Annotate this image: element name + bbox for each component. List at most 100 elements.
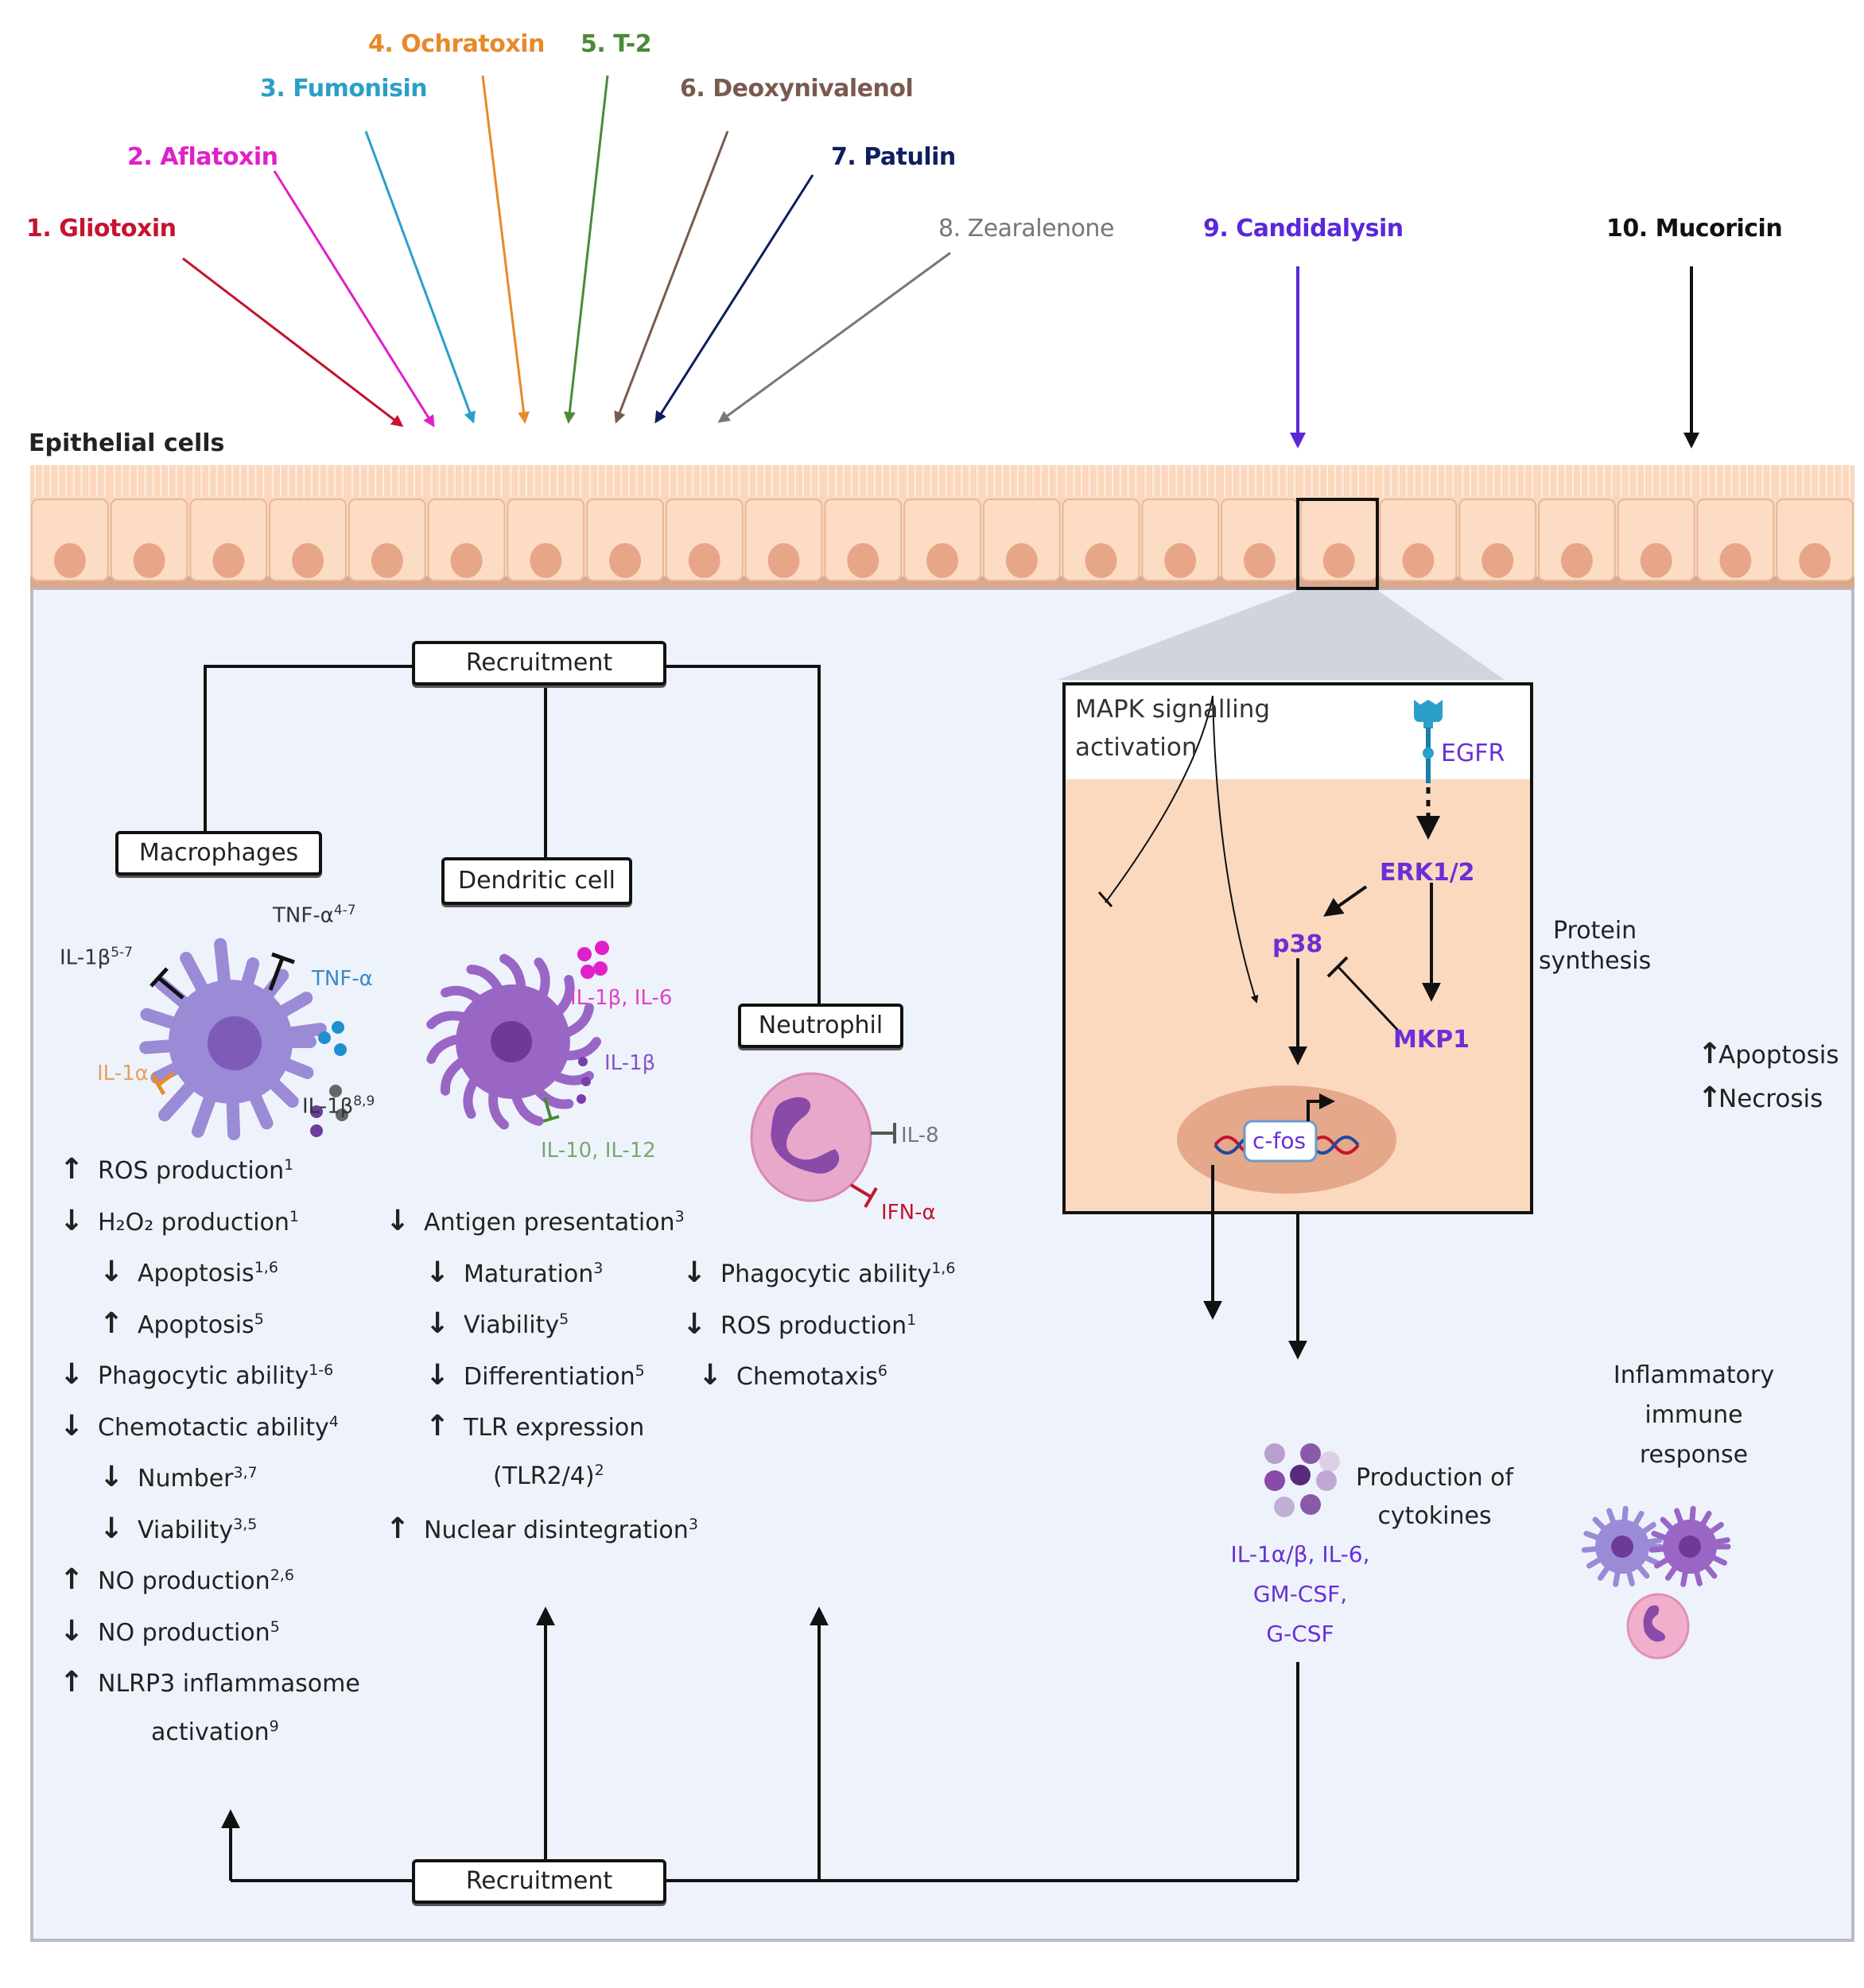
effect-text: NO production	[98, 1618, 270, 1647]
reference-superscript: 6	[877, 1362, 887, 1380]
cell-nucleus	[767, 543, 800, 578]
epithelial-cell	[1696, 499, 1775, 581]
epithelial-cell	[427, 499, 506, 581]
epithelial-cell	[744, 499, 823, 581]
reference-superscript: 1	[289, 1207, 299, 1225]
reference-superscript: 3	[688, 1516, 698, 1533]
reference-superscript: 1,6	[931, 1260, 956, 1277]
cytokine-cluster-icon	[1264, 1443, 1340, 1517]
down-arrow-icon: ↓	[425, 1307, 450, 1340]
cell-nucleus	[530, 543, 562, 578]
toxin-arrow	[182, 257, 404, 427]
effect-text: activation	[151, 1718, 270, 1746]
epithelial-cell	[1379, 499, 1458, 581]
down-arrow-icon: ↓	[99, 1512, 124, 1545]
reference-superscript: 5	[254, 1310, 264, 1328]
reference-superscript: 3,5	[233, 1515, 258, 1533]
toxin-arrow	[563, 75, 609, 424]
epithelial-cell	[824, 499, 903, 581]
epithelial-cell	[586, 499, 664, 581]
reference-superscript: 9	[269, 1717, 279, 1735]
epithelial-cell	[1617, 499, 1695, 581]
reference-superscript: 5	[559, 1310, 569, 1328]
macrophage-tnfa-inhibited: TNF-α4-7	[273, 903, 356, 928]
up-arrow-icon: ↑	[99, 1307, 124, 1340]
epithelial-cell	[348, 499, 426, 581]
effect-item: (TLR2/4)2	[493, 1462, 604, 1490]
lamina-panel	[30, 587, 1854, 1942]
toxin-arrow	[717, 251, 951, 423]
toxin-arrow	[273, 170, 435, 428]
epithelial-cell	[665, 499, 744, 581]
down-arrow-icon: ↓	[99, 1256, 124, 1288]
toxin-arrow	[614, 130, 729, 424]
toxin-label-deoxynivalenol: 6. Deoxynivalenol	[680, 75, 914, 103]
macrophage-il1b-inhibited: IL-1β5-7	[60, 945, 133, 970]
down-arrow-icon: ↓	[386, 1205, 410, 1237]
effect-text: Differentiation	[464, 1362, 635, 1391]
reference-superscript: 2,6	[270, 1567, 294, 1584]
reference-superscript: 1-6	[309, 1361, 334, 1379]
reference-superscript: 3	[674, 1208, 685, 1225]
macrophage-il1b-released: IL-1β8,9	[302, 1093, 375, 1119]
effect-text: H₂O₂ production	[98, 1208, 289, 1237]
reference-superscript: 1	[284, 1156, 294, 1174]
down-arrow-icon: ↓	[425, 1256, 450, 1289]
neutrophil-ifna: IFN-α	[881, 1201, 936, 1225]
cytokine-list-line2: GM-CSF,	[1252, 1581, 1348, 1607]
reference-superscript: 5	[270, 1617, 280, 1636]
effect-item: ↓Number3,7	[99, 1461, 258, 1493]
cell-nucleus	[53, 543, 86, 578]
cell-nucleus	[1640, 543, 1672, 578]
cell-nucleus	[1164, 543, 1197, 578]
mapk-header-bg	[1066, 685, 1530, 779]
effect-item: ↑Apoptosis5	[99, 1307, 264, 1340]
toxin-label-candidalysin: 9. Candidalysin	[1203, 215, 1404, 243]
effect-item: ↓Viability3,5	[99, 1512, 257, 1545]
toxin-arrows	[182, 75, 1699, 448]
necrosis-increase: ↑Necrosis	[1698, 1081, 1823, 1114]
epithelial-layer	[30, 465, 1854, 588]
down-arrow-icon: ↓	[682, 1256, 707, 1289]
dendritic-il1b-released: IL-1β	[604, 1051, 656, 1075]
macrophage-il1a-inhibited: IL-1α	[97, 1062, 149, 1085]
effect-item: ↓ROS production1	[682, 1308, 916, 1341]
effect-text: Nuclear disintegration	[424, 1516, 689, 1544]
zoomed-cell-highlight	[1296, 498, 1379, 590]
cell-nucleus	[1719, 543, 1752, 578]
cytokine-production-line1: Production of	[1356, 1464, 1514, 1492]
apoptosis-increase: ↑Apoptosis	[1698, 1038, 1839, 1070]
effect-text: Antigen presentation	[424, 1209, 675, 1237]
effect-item: ↓Chemotaxis6	[698, 1359, 887, 1392]
down-arrow-icon: ↓	[682, 1307, 707, 1341]
toxin-arrow	[654, 174, 814, 424]
effect-item: ↑TLR expression	[425, 1410, 644, 1442]
cytokine-list-line1: IL-1α/β, IL-6,	[1230, 1541, 1370, 1567]
toxin-label-mucoricin: 10. Mucoricin	[1606, 215, 1783, 243]
epithelial-cell	[189, 499, 268, 581]
reference-superscript: 1	[907, 1310, 917, 1329]
epithelial-cell	[982, 499, 1061, 581]
mkp1-label: MKP1	[1393, 1026, 1470, 1054]
down-arrow-icon: ↓	[60, 1614, 84, 1648]
cell-nucleus	[1481, 543, 1514, 578]
epithelial-cell	[507, 499, 585, 581]
effect-item: ↑NO production2,6	[60, 1563, 294, 1596]
cell-nucleus	[1560, 543, 1593, 578]
effect-item: ↑NLRP3 inflammasome	[60, 1666, 360, 1699]
p38-label: p38	[1272, 930, 1323, 958]
effect-item: ↑ROS production1	[60, 1153, 293, 1186]
effect-text: Chemotactic ability	[98, 1413, 329, 1442]
down-arrow-icon: ↓	[60, 1409, 84, 1442]
effect-item: ↓Viability5	[425, 1307, 569, 1340]
effect-item: ↓H₂O₂ production1	[60, 1205, 299, 1237]
epithelial-cell	[1458, 499, 1537, 581]
effect-item: ↓Phagocytic ability1,6	[682, 1256, 955, 1289]
cell-nucleus	[1322, 543, 1355, 578]
cfos-gene-box	[1243, 1120, 1318, 1163]
up-arrow-icon: ↑	[386, 1512, 410, 1545]
down-arrow-icon: ↓	[60, 1358, 84, 1391]
down-arrow-icon: ↓	[425, 1358, 450, 1392]
macrophage-illustration	[139, 938, 348, 1140]
effect-item: ↓Chemotactic ability4	[60, 1410, 339, 1442]
